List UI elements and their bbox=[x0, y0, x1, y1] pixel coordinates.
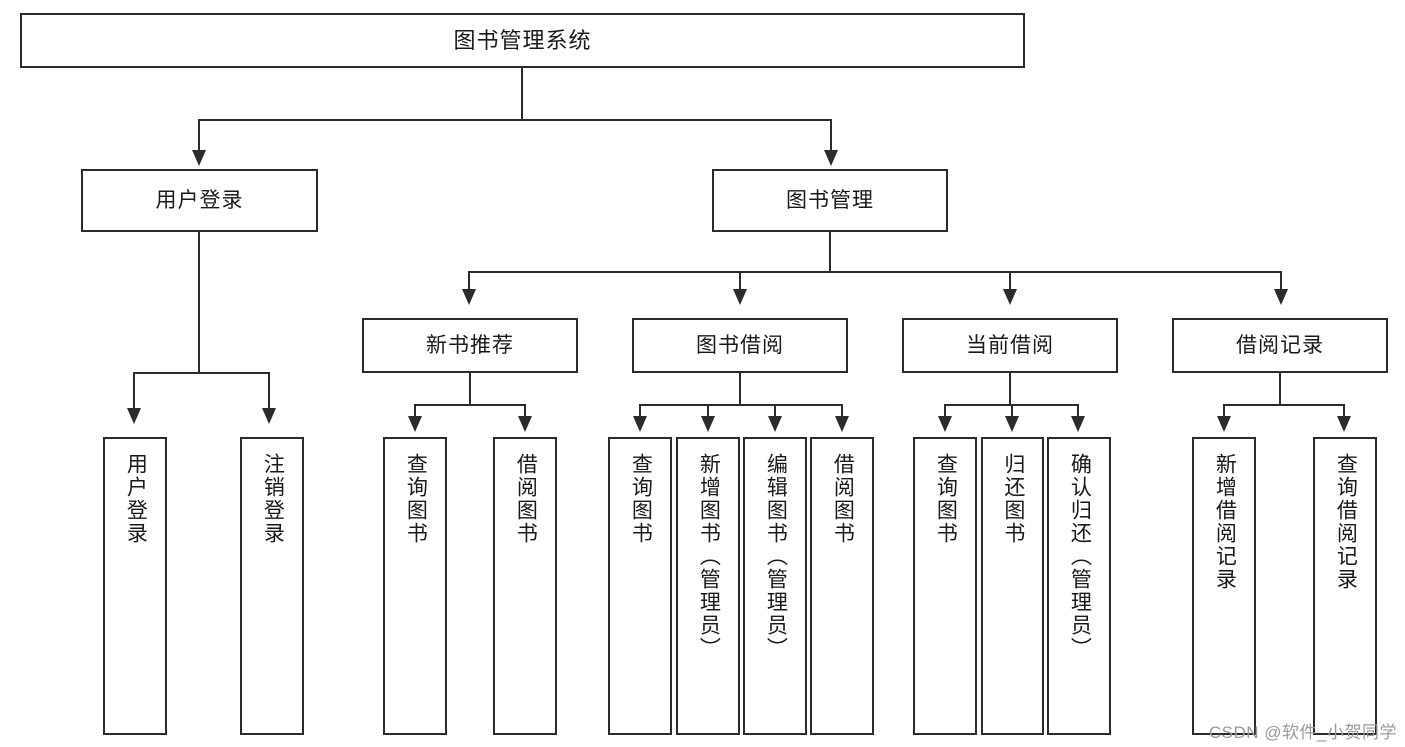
arrowhead-leaf-query-book-2 bbox=[633, 416, 647, 432]
arrowhead-leaf-confirm-return bbox=[1071, 416, 1085, 432]
connector-user-login-bus bbox=[133, 372, 268, 374]
connector-br-bus bbox=[1223, 404, 1345, 406]
arrowhead-leaf-borrow-book-1 bbox=[518, 416, 532, 432]
connector-bb-stem bbox=[739, 373, 741, 405]
connector-nbr-bus bbox=[414, 404, 526, 406]
leaf-confirm-return[interactable]: 确认归还（管理员） bbox=[1047, 437, 1111, 735]
connector-nbr-drop-1 bbox=[414, 404, 416, 418]
leaf-user-login[interactable]: 用户登录 bbox=[103, 437, 167, 735]
arrowhead-leaf-edit-book bbox=[768, 416, 782, 432]
connector-bb-bus bbox=[639, 404, 842, 406]
connector-user-login-stem bbox=[198, 232, 200, 373]
connector-br-drop-2 bbox=[1343, 404, 1345, 418]
leaf-borrow-book-2[interactable]: 借阅图书 bbox=[810, 437, 874, 735]
connector-cb-stem bbox=[1009, 373, 1011, 405]
arrowhead-new-book-recommend bbox=[462, 289, 476, 305]
connector-book-manage-drop-1 bbox=[468, 271, 470, 291]
connector-bb-drop-1 bbox=[639, 404, 641, 418]
leaf-borrow-book-1[interactable]: 借阅图书 bbox=[493, 437, 557, 735]
connector-root-to-book-manage bbox=[830, 119, 832, 153]
leaf-label: 查询图书 bbox=[934, 453, 958, 545]
leaf-query-record[interactable]: 查询借阅记录 bbox=[1313, 437, 1377, 735]
node-book-borrow[interactable]: 图书借阅 bbox=[632, 318, 848, 373]
connector-book-manage-drop-2 bbox=[739, 271, 741, 291]
leaf-add-book[interactable]: 新增图书（管理员） bbox=[676, 437, 740, 735]
connector-br-stem bbox=[1279, 373, 1281, 405]
arrowhead-to-user-login bbox=[192, 150, 206, 166]
connector-user-login-drop-1 bbox=[133, 372, 135, 410]
connector-root-stem bbox=[521, 68, 523, 120]
connector-root-bus bbox=[198, 119, 832, 121]
arrowhead-leaf-borrow-book-2 bbox=[835, 416, 849, 432]
leaf-logout-login[interactable]: 注销登录 bbox=[240, 437, 304, 735]
connector-br-drop-1 bbox=[1223, 404, 1225, 418]
arrowhead-leaf-user-login bbox=[127, 408, 141, 424]
node-borrow-record[interactable]: 借阅记录 bbox=[1172, 318, 1388, 373]
connector-nbr-drop-2 bbox=[524, 404, 526, 418]
arrowhead-borrow-record bbox=[1274, 289, 1288, 305]
node-book-manage[interactable]: 图书管理 bbox=[712, 169, 948, 232]
connector-bb-drop-2 bbox=[707, 404, 709, 418]
leaf-label: 借阅图书 bbox=[831, 453, 855, 545]
arrowhead-to-book-manage bbox=[824, 150, 838, 166]
leaf-label: 查询借阅记录 bbox=[1334, 453, 1358, 591]
node-root-system[interactable]: 图书管理系统 bbox=[20, 13, 1025, 68]
leaf-query-book-3[interactable]: 查询图书 bbox=[913, 437, 977, 735]
leaf-add-record[interactable]: 新增借阅记录 bbox=[1192, 437, 1256, 735]
leaf-label: 确认归还（管理员） bbox=[1068, 453, 1092, 660]
connector-book-manage-drop-3 bbox=[1009, 271, 1011, 291]
leaf-label: 新增图书（管理员） bbox=[697, 453, 721, 660]
leaf-query-book-1[interactable]: 查询图书 bbox=[383, 437, 447, 735]
connector-nbr-stem bbox=[469, 373, 471, 405]
leaf-return-book[interactable]: 归还图书 bbox=[981, 437, 1044, 735]
leaf-edit-book[interactable]: 编辑图书（管理员） bbox=[743, 437, 807, 735]
leaf-label: 归还图书 bbox=[1001, 453, 1025, 545]
connector-book-manage-bus bbox=[468, 271, 1282, 273]
leaf-label: 借阅图书 bbox=[514, 453, 538, 545]
arrowhead-leaf-query-record bbox=[1337, 416, 1351, 432]
leaf-label: 查询图书 bbox=[404, 453, 428, 545]
leaf-label: 查询图书 bbox=[629, 453, 653, 545]
leaf-label: 新增借阅记录 bbox=[1213, 453, 1237, 591]
connector-book-manage-drop-4 bbox=[1280, 271, 1282, 291]
leaf-label: 编辑图书（管理员） bbox=[764, 453, 788, 660]
arrowhead-current-borrow bbox=[1003, 289, 1017, 305]
arrowhead-leaf-query-book-3 bbox=[938, 416, 952, 432]
arrowhead-book-borrow bbox=[733, 289, 747, 305]
connector-root-to-user-login bbox=[198, 119, 200, 153]
connector-user-login-drop-2 bbox=[268, 372, 270, 410]
arrowhead-leaf-add-record bbox=[1217, 416, 1231, 432]
node-current-borrow[interactable]: 当前借阅 bbox=[902, 318, 1118, 373]
node-new-book-recommend[interactable]: 新书推荐 bbox=[362, 318, 578, 373]
leaf-label: 注销登录 bbox=[261, 453, 285, 545]
connector-cb-drop-3 bbox=[1077, 404, 1079, 418]
connector-bb-drop-3 bbox=[774, 404, 776, 418]
arrowhead-leaf-add-book bbox=[701, 416, 715, 432]
arrowhead-leaf-return-book bbox=[1005, 416, 1019, 432]
arrowhead-leaf-logout-login bbox=[262, 408, 276, 424]
connector-bb-drop-4 bbox=[841, 404, 843, 418]
leaf-query-book-2[interactable]: 查询图书 bbox=[608, 437, 672, 735]
connector-cb-drop-1 bbox=[944, 404, 946, 418]
node-user-login[interactable]: 用户登录 bbox=[81, 169, 318, 232]
connector-book-manage-stem bbox=[829, 232, 831, 272]
arrowhead-leaf-query-book-1 bbox=[408, 416, 422, 432]
leaf-label: 用户登录 bbox=[124, 453, 148, 545]
connector-cb-drop-2 bbox=[1011, 404, 1013, 418]
